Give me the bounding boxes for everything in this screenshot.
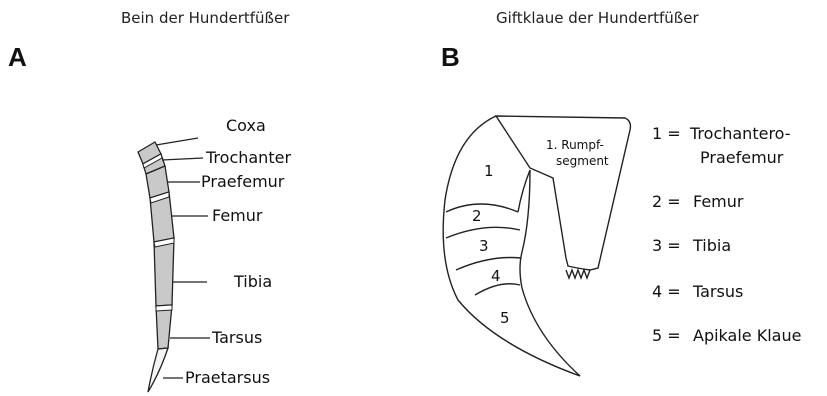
legend-text-5: Apikale Klaue (693, 326, 801, 345)
centipede-leg (138, 142, 174, 392)
claw-number-3: 3 (479, 237, 489, 255)
label-praetarsus: Praetarsus (185, 368, 270, 387)
claw-number-1: 1 (484, 162, 494, 180)
claw-number-2: 2 (472, 207, 482, 225)
claw-number-4: 4 (491, 267, 501, 285)
trunk-segment-label-line2: segment (556, 154, 609, 169)
label-tarsus: Tarsus (212, 328, 262, 347)
label-coxa: Coxa (226, 116, 266, 135)
legend-key-3: 3 = (652, 236, 681, 255)
legend-text-4: Tarsus (693, 282, 743, 301)
leg-segment-tibia (154, 238, 174, 306)
legend-key-5: 5 = (652, 326, 681, 345)
legend-key-1: 1 = (652, 124, 681, 143)
label-femur: Femur (212, 206, 262, 225)
claw-number-5: 5 (500, 309, 510, 327)
label-tibia: Tibia (234, 272, 272, 291)
leg-segment-praetarsus (148, 348, 168, 392)
label-praefemur: Praefemur (201, 172, 284, 191)
legend-text-3: Tibia (693, 236, 731, 255)
legend-text-1a: Trochantero- (690, 124, 791, 143)
legend-key-4: 4 = (652, 282, 681, 301)
claw-division-1-2 (446, 204, 518, 212)
trunk-segment-label-line1: 1. Rumpf- (546, 138, 604, 153)
legend-text-2: Femur (693, 192, 743, 211)
claw-teeth (566, 270, 590, 278)
legend-text-1b: Praefemur (700, 148, 783, 167)
label-trochanter: Trochanter (206, 148, 291, 167)
leg-segment-tarsus (156, 305, 172, 349)
legend-key-2: 2 = (652, 192, 681, 211)
claw-division-4-5 (475, 284, 520, 295)
claw-division-3-4 (456, 258, 521, 271)
